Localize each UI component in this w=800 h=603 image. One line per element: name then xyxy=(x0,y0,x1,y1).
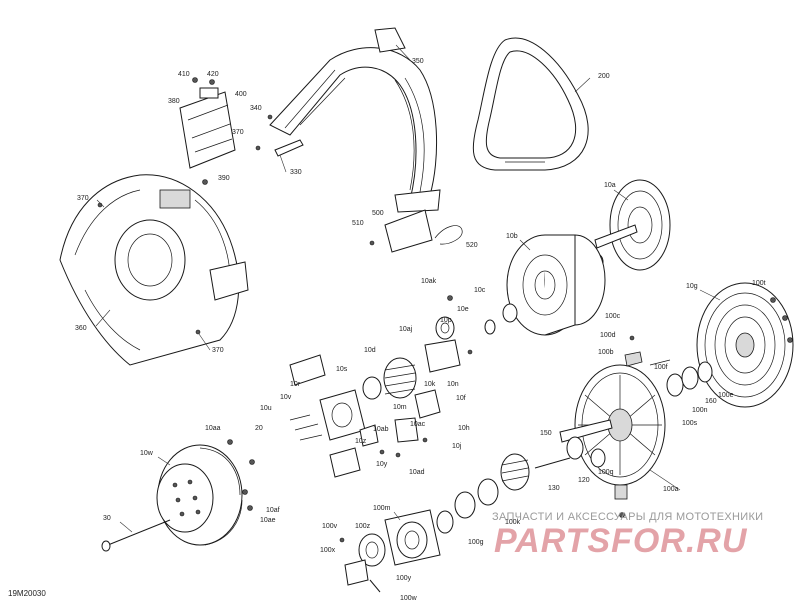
governor-cup xyxy=(156,439,255,546)
label-10s: 10s xyxy=(336,366,348,373)
label-100c: 100c xyxy=(605,313,621,320)
label-100k: 100k xyxy=(505,519,521,526)
label-10aa: 10aa xyxy=(205,425,221,432)
leader-lines xyxy=(95,44,721,533)
drawing-code: 19M20030 xyxy=(8,589,46,598)
driven-pulley-washers xyxy=(624,335,713,397)
label-100b: 100b xyxy=(598,349,614,356)
spider-assembly xyxy=(289,354,366,478)
driven-pulley-sheave xyxy=(559,364,666,486)
label-100a: 100a xyxy=(663,486,679,493)
driven-spring-stack xyxy=(436,436,628,534)
label-120: 120 xyxy=(578,477,590,484)
label-10r: 10r xyxy=(290,381,301,388)
label-10k: 10k xyxy=(424,381,436,388)
bracket-assembly xyxy=(179,77,236,185)
label-380: 380 xyxy=(168,98,180,105)
label-10u: 10u xyxy=(260,405,272,412)
label-360: 360 xyxy=(75,325,87,332)
label-10m: 10m xyxy=(393,404,407,411)
label-100q: 100q xyxy=(598,469,614,476)
label-150: 150 xyxy=(540,430,552,437)
label-370-housing-bottom: 370 xyxy=(212,347,224,354)
bolt-set xyxy=(770,297,793,343)
label-350: 350 xyxy=(412,58,424,65)
label-130: 130 xyxy=(548,485,560,492)
label-10h: 10h xyxy=(458,425,470,432)
label-340: 340 xyxy=(250,105,262,112)
label-370-housing-top: 370 xyxy=(77,195,89,202)
label-400: 400 xyxy=(235,91,247,98)
label-10z: 10z xyxy=(355,438,367,445)
label-100d: 100d xyxy=(600,332,616,339)
label-100s: 100s xyxy=(682,420,698,427)
label-100e: 100e xyxy=(718,392,734,399)
drive-pulley-fixed-half xyxy=(590,179,671,271)
drive-pulley-sliding-half xyxy=(506,234,606,336)
label-370-bracket: 370 xyxy=(232,129,244,136)
label-10ae: 10ae xyxy=(260,517,276,524)
label-100z: 100z xyxy=(355,523,371,530)
label-30: 30 xyxy=(103,515,111,522)
label-10f: 10f xyxy=(456,395,466,402)
label-10ab: 10ab xyxy=(373,426,389,433)
label-520: 520 xyxy=(466,242,478,249)
drive-pulley-small-parts xyxy=(424,295,518,373)
label-10e: 10e xyxy=(457,306,469,313)
drive-belt xyxy=(472,37,589,171)
label-20: 20 xyxy=(255,425,263,432)
drive-spring xyxy=(362,357,417,400)
label-100x-left: 100x xyxy=(320,547,336,554)
label-10p: 10p xyxy=(440,317,452,324)
label-10c: 10c xyxy=(474,287,486,294)
label-10d: 10d xyxy=(364,347,376,354)
retaining-bolt xyxy=(101,519,171,552)
label-420: 420 xyxy=(207,71,219,78)
label-10ak: 10ak xyxy=(421,278,437,285)
label-10w: 10w xyxy=(140,450,154,457)
label-10g: 10g xyxy=(686,283,698,290)
cam-arms xyxy=(359,389,441,458)
label-390: 390 xyxy=(218,175,230,182)
label-10a: 10a xyxy=(604,182,616,189)
inner-cover-housing xyxy=(59,174,249,366)
label-500: 500 xyxy=(372,210,384,217)
label-10af: 10af xyxy=(266,507,280,514)
label-100y: 100y xyxy=(396,575,412,582)
label-330: 330 xyxy=(290,169,302,176)
label-100f: 100f xyxy=(654,364,668,371)
label-160: 160 xyxy=(705,398,717,405)
label-100w: 100w xyxy=(400,595,418,602)
label-10y: 10y xyxy=(376,461,388,468)
watermark-caption: ЗАПЧАСТИ И АКСЕССУАРЫ ДЛЯ МОТОТЕХНИКИ xyxy=(492,511,764,523)
label-10ac: 10ac xyxy=(410,421,426,428)
upper-guard xyxy=(269,27,441,213)
label-10b: 10b xyxy=(506,233,518,240)
label-100m: 100m xyxy=(373,505,391,512)
label-510: 510 xyxy=(352,220,364,227)
label-10v: 10v xyxy=(280,394,292,401)
label-100n: 100n xyxy=(692,407,708,414)
hinge-bracket xyxy=(369,209,463,253)
driven-pulley-disk xyxy=(696,282,794,408)
label-10ad: 10ad xyxy=(409,469,425,476)
label-200: 200 xyxy=(598,73,610,80)
label-10n: 10n xyxy=(447,381,459,388)
label-100g: 100g xyxy=(468,539,484,546)
part-number-labels: 410 420 400 380 340 370 390 330 350 200 … xyxy=(75,58,766,602)
label-100v: 100v xyxy=(322,523,338,530)
label-10j: 10j xyxy=(452,443,462,450)
driven-cam xyxy=(339,509,441,593)
watermark-logo: PARTSFOR.RU xyxy=(494,522,748,560)
label-410: 410 xyxy=(178,71,190,78)
label-10aj: 10aj xyxy=(399,326,413,333)
guard-hardware xyxy=(255,114,304,157)
label-100t: 100t xyxy=(752,280,766,287)
